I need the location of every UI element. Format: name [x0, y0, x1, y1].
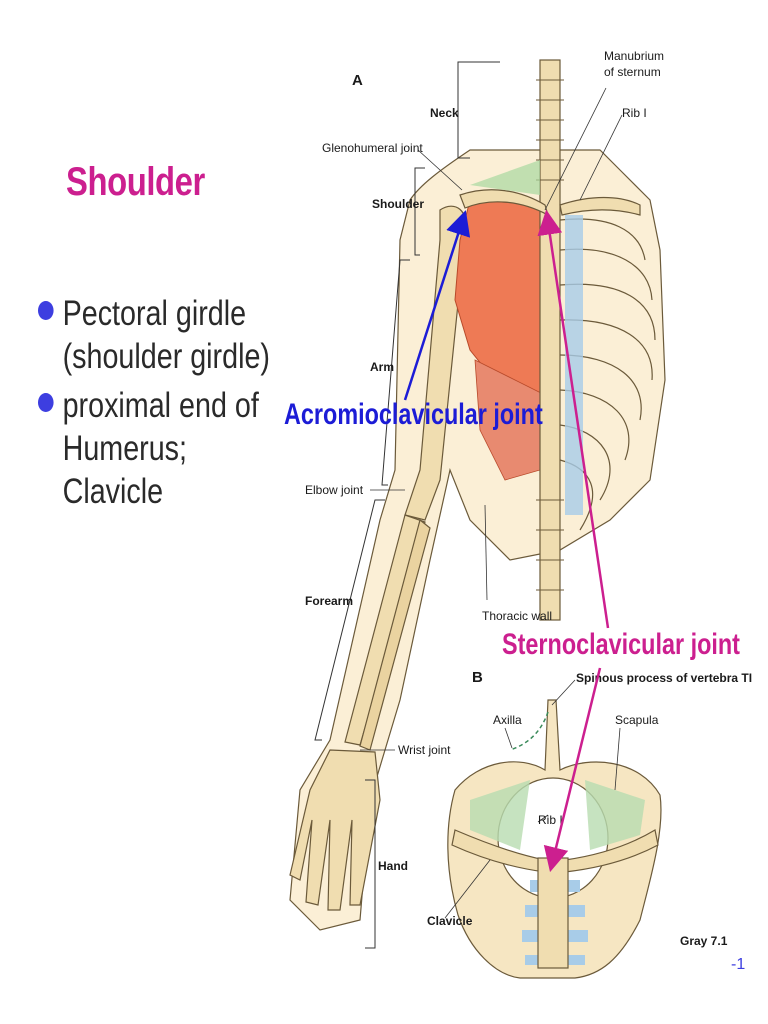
- region-brackets: [314, 61, 500, 949]
- label-rib-i-b: Rib I: [538, 813, 563, 827]
- bullet-dot-icon: [38, 393, 54, 412]
- trapezius-region: [470, 160, 540, 195]
- label-forearm: Forearm: [305, 594, 353, 608]
- label-thoracic-wall: Thoracic wall: [482, 609, 552, 623]
- bullet-dot-icon: [38, 301, 54, 320]
- label-of-sternum: of sternum: [604, 65, 661, 79]
- leader-lines-b: [444, 679, 621, 919]
- sternum-b: [537, 857, 569, 969]
- label-neck: Neck: [430, 106, 459, 120]
- bullet-item: Pectoral girdle (shoulder girdle): [38, 292, 270, 378]
- sternoclavicular-arrow-lower: [543, 667, 602, 873]
- leader-lines: [360, 87, 623, 751]
- vertebral-column: [539, 59, 561, 621]
- panel-b-illustration: [444, 679, 662, 979]
- acromioclavicular-callout: Acromioclavicular joint: [284, 398, 543, 431]
- scapula-left-green: [470, 780, 530, 850]
- bullet-line: Clavicle: [62, 472, 164, 511]
- slide-title: Shoulder: [66, 160, 205, 204]
- bullet-line: (shoulder girdle): [62, 337, 270, 376]
- bullet-list: Pectoral girdle (shoulder girdle) proxim…: [38, 292, 288, 519]
- label-manubrium: Manubrium: [604, 49, 664, 63]
- bullet-line: Pectoral girdle: [62, 294, 247, 333]
- bullet-item: proximal end of Humerus; Clavicle: [38, 384, 259, 513]
- axilla-dashed: [509, 711, 549, 751]
- bullet-line: Humerus;: [62, 429, 188, 468]
- label-glenohumeral-joint: Glenohumeral joint: [322, 141, 423, 155]
- serratus-muscle: [474, 359, 546, 481]
- panel-b-label: B: [472, 669, 483, 686]
- hand-bones: [289, 749, 381, 911]
- label-rib-i: Rib I: [622, 106, 647, 120]
- panel-a-label: A: [352, 72, 363, 89]
- label-spinous-process: Spinous process of vertebra TI: [576, 671, 752, 685]
- clavicle-b-right: [564, 829, 659, 873]
- vertebrae-lines: [536, 79, 564, 591]
- label-axilla: Axilla: [493, 713, 522, 727]
- label-shoulder: Shoulder: [372, 197, 424, 211]
- bullet-line: proximal end of: [62, 386, 259, 425]
- label-figure-credit: Gray 7.1: [680, 934, 728, 948]
- page-number: -1: [731, 956, 746, 973]
- panel-a-illustration: [289, 59, 666, 949]
- sternoclavicular-arrow-upper: [537, 209, 610, 629]
- label-clavicle: Clavicle: [427, 914, 473, 928]
- label-elbow-joint: Elbow joint: [305, 483, 364, 497]
- acromioclavicular-arrow: [403, 210, 471, 401]
- costal-cartilage: [565, 215, 583, 515]
- label-arm: Arm: [370, 360, 394, 374]
- label-scapula: Scapula: [615, 713, 659, 727]
- sternoclavicular-callout: Sternoclavicular joint: [502, 628, 740, 661]
- scapula-right-green: [585, 780, 645, 850]
- label-wrist-joint: Wrist joint: [398, 743, 451, 757]
- clavicle-bone-right: [559, 196, 641, 216]
- label-hand: Hand: [378, 859, 408, 873]
